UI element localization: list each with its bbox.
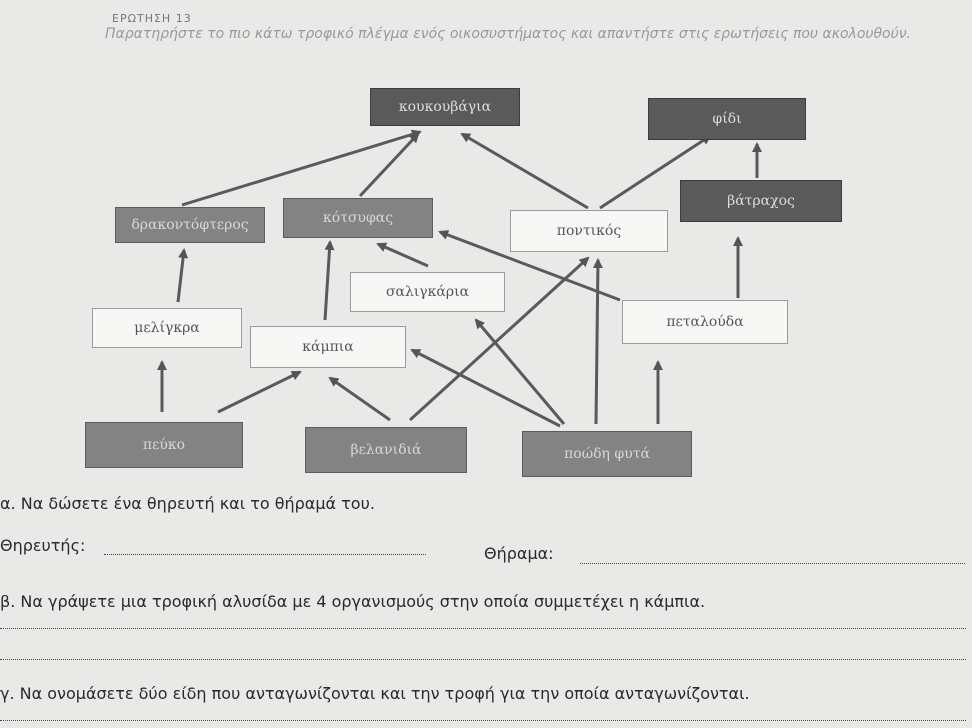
arrow-melingra-dragonfly (176, 248, 189, 303)
arrow-snails-blackbird (376, 242, 429, 268)
predator-answer-line[interactable] (104, 554, 426, 555)
melingra-label: μελίγκρα (134, 320, 200, 336)
pine-label: πεύκο (142, 437, 186, 453)
arrow-mouse-snake (599, 134, 712, 210)
plants-label: ποώδη φυτά (564, 446, 650, 462)
melingra-box: μελίγκρα (92, 308, 242, 348)
snails-label: σαλιγκάρια (385, 284, 470, 300)
answer-line-c[interactable] (0, 720, 966, 721)
question-b: β. Να γράψετε μια τροφική αλυσίδα με 4 ο… (0, 592, 706, 611)
answer-line-b1[interactable] (0, 628, 966, 629)
arrow-plants-caterpillar (410, 348, 561, 428)
butterfly-box: πεταλούδα (622, 300, 788, 344)
question-a: α. Να δώσετε ένα θηρευτή και το θήραμά τ… (0, 494, 375, 513)
arrow-butterfly-blackbird (438, 230, 621, 302)
frog-box: βάτραχος (680, 180, 842, 222)
arrow-pine-caterpillar (217, 370, 302, 414)
blackbird-box: κότσυφας (283, 198, 433, 238)
arrow-dragonfly-owl (181, 129, 422, 207)
arrow-blackbird-owl (358, 132, 420, 198)
snake-label: φίδι (712, 111, 742, 127)
answer-line-b2[interactable] (0, 659, 966, 660)
oak-label: βελανιδιά (350, 442, 422, 458)
caterpillar-box: κάμπια (250, 326, 406, 368)
dragonfly-box: δρακοντόφτερος (115, 207, 265, 243)
mouse-box: ποντικός (510, 210, 668, 252)
oak-box: βελανιδιά (305, 427, 467, 473)
arrow-mouse-owl (460, 132, 589, 210)
question-c: γ. Να ονομάσετε δύο είδη που ανταγωνίζον… (0, 684, 750, 703)
owl-label: κουκουβάγια (398, 99, 492, 115)
blackbird-label: κότσυφας (322, 210, 394, 226)
owl-box: κουκουβάγια (370, 88, 520, 126)
arrow-plants-mouse (592, 258, 603, 425)
arrow-oak-caterpillar (328, 376, 391, 422)
dragonfly-label: δρακοντόφτερος (131, 217, 249, 233)
snails-box: σαλιγκάρια (350, 272, 505, 312)
butterfly-label: πεταλούδα (666, 314, 744, 330)
prey-answer-line[interactable] (580, 563, 965, 564)
question-intro: Παρατηρήστε το πιο κάτω τροφικό πλέγμα ε… (105, 26, 911, 42)
mouse-label: ποντικός (556, 223, 622, 239)
arrow-plants-snails (474, 318, 566, 425)
snake-box: φίδι (648, 98, 806, 140)
arrow-oak-mouse (408, 256, 590, 422)
prey-label: Θήραμα: (484, 544, 554, 563)
predator-label: Θηρευτής: (0, 536, 86, 555)
pine-box: πεύκο (85, 422, 243, 468)
caterpillar-label: κάμπια (302, 339, 354, 355)
arrow-caterpillar-blackbird (323, 240, 335, 321)
plants-box: ποώδη φυτά (522, 431, 692, 477)
question-number: ΕΡΩΤΗΣΗ 13 (112, 12, 192, 25)
frog-label: βάτραχος (727, 193, 795, 209)
